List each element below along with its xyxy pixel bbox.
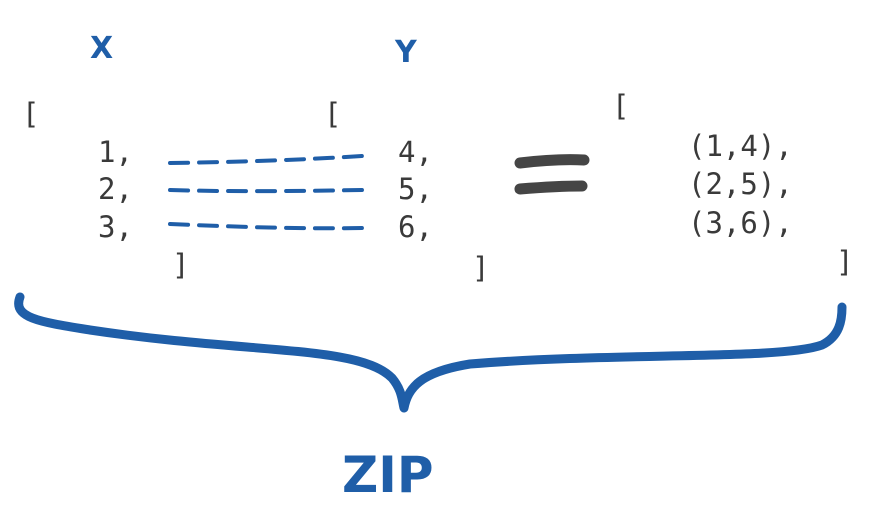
pair-connector-2 xyxy=(168,188,364,194)
result-list-close-bracket: ] xyxy=(836,245,853,279)
result-list-open-bracket: [ xyxy=(612,89,629,123)
label-x: X xyxy=(90,31,113,66)
equals-sign xyxy=(514,154,590,195)
right-list-item: 6, xyxy=(398,210,433,244)
label-y: Y xyxy=(394,35,418,70)
left-list-item: 1, xyxy=(98,135,133,169)
left-list-close-bracket: ] xyxy=(172,248,189,282)
left-list-item: 2, xyxy=(98,172,133,206)
result-list-item: (3,6), xyxy=(688,206,793,240)
result-list-item: (1,4), xyxy=(688,129,793,163)
result-list-item: (2,5), xyxy=(688,167,793,201)
right-list-item: 4, xyxy=(398,135,433,169)
curly-brace xyxy=(14,292,847,413)
left-list-item: 3, xyxy=(98,210,133,244)
pair-connector-1 xyxy=(168,154,364,165)
right-list-close-bracket: ] xyxy=(472,251,489,285)
right-list-open-bracket: [ xyxy=(324,97,341,131)
right-list-item: 5, xyxy=(398,172,433,206)
pair-connector-3 xyxy=(168,222,364,231)
left-list-open-bracket: [ xyxy=(22,97,39,131)
zip-label: ZIP xyxy=(342,446,434,504)
